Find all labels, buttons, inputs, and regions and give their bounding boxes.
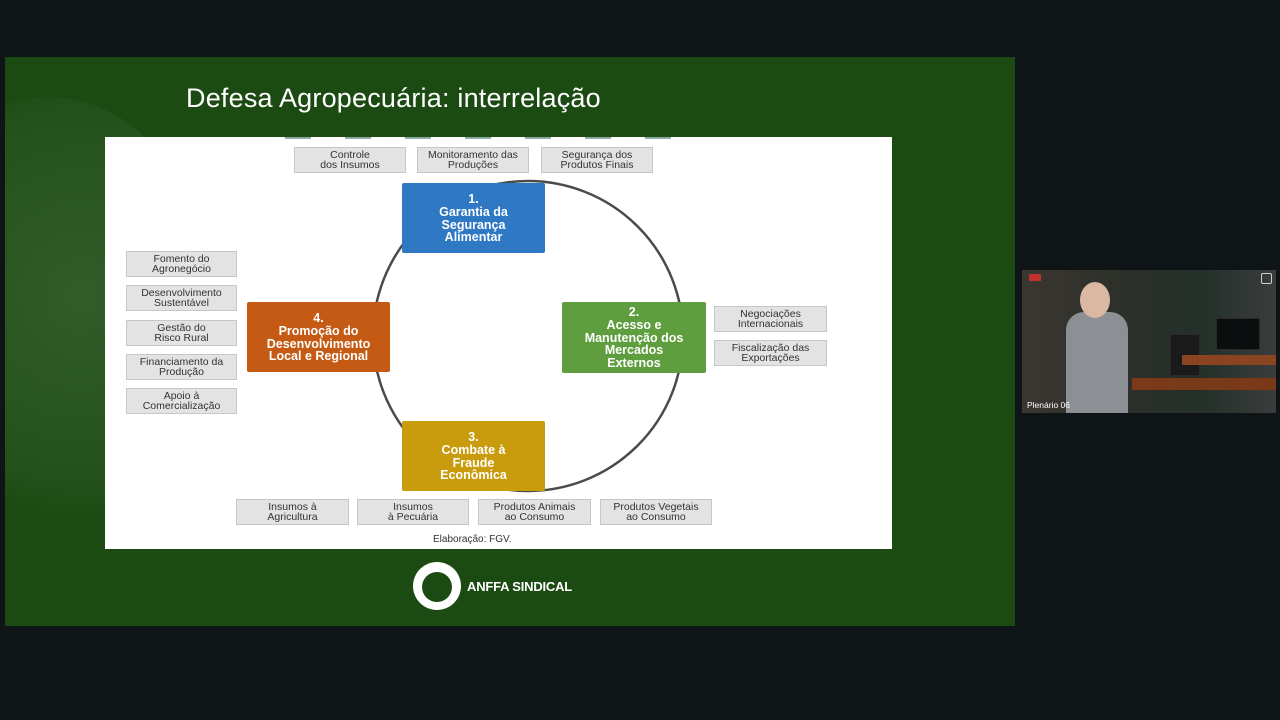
camera-icon — [1261, 273, 1272, 284]
cropped-heading-remnant — [285, 137, 675, 139]
camera-label: Plenário 06 — [1027, 400, 1071, 410]
diagram-credit: Elaboração: FGV. — [433, 534, 512, 545]
speaker-figure — [1066, 312, 1128, 413]
presentation-slide: Defesa Agropecuária: interrelação Contro… — [5, 57, 1015, 626]
brand-name: ANFFA SINDICAL — [467, 578, 573, 594]
box-acesso-mercados: 2. Acesso e Manutenção dos Mercados Exte… — [562, 302, 706, 373]
speaker-camera-feed: Plenário 06 — [1022, 270, 1276, 413]
globe-logo-icon — [413, 562, 461, 610]
anffa-brand: ANFFA SINDICAL — [413, 562, 572, 610]
box-combate-fraude: 3. Combate à Fraude Econômica — [402, 421, 545, 491]
live-indicator-icon — [1029, 274, 1041, 281]
box-promocao-desenvolvimento: 4. Promoção do Desenvolvimento Local e R… — [247, 302, 390, 372]
speaker-head — [1080, 282, 1110, 318]
box-garantia-seguranca: 1. Garantia da Segurança Alimentar — [402, 183, 545, 253]
background-monitor — [1216, 318, 1260, 350]
slide-title: Defesa Agropecuária: interrelação — [186, 83, 601, 113]
